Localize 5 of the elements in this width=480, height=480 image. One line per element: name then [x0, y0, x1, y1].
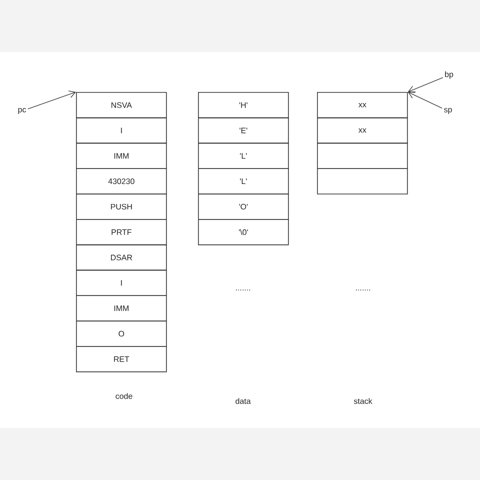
pointer-arrow: [408, 91, 442, 109]
memory-cell: [317, 168, 408, 194]
pointer-arrow: [408, 77, 444, 94]
pointer-arrow: [28, 90, 76, 110]
memory-cell: [317, 142, 408, 169]
